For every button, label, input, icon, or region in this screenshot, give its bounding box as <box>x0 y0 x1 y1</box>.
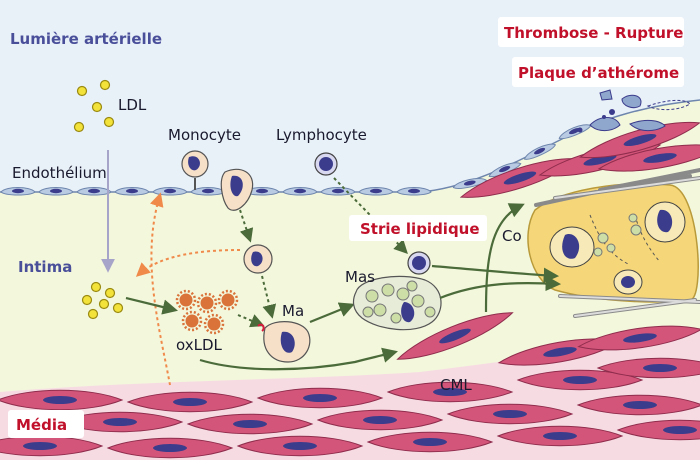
media-badge-bg <box>8 410 84 438</box>
plaque-badge-bg <box>512 57 684 87</box>
cml-label: CML <box>440 376 472 394</box>
monocyte-label: Monocyte <box>168 126 241 144</box>
ldl-particles-lumen <box>73 79 115 133</box>
macrophage <box>257 321 311 363</box>
monocyte-migrating <box>220 168 254 211</box>
macrophage-label: Ma <box>282 302 304 320</box>
strie-badge-bg <box>349 215 487 241</box>
orange-arrow-to-endothelium <box>150 192 171 386</box>
ldl-particles-intima <box>81 281 124 320</box>
ldl-label: LDL <box>118 96 147 114</box>
orange-arrow-to-ldl <box>135 249 241 277</box>
media-label: Média <box>16 416 67 434</box>
collagen-label: Co <box>502 227 522 245</box>
lymphocyte-to-plaque-arrow <box>431 264 560 284</box>
intima-label: Intima <box>18 258 72 276</box>
oxldl-uptake-arrow <box>237 314 265 328</box>
plaque-label: Plaque d’athérome <box>518 64 679 82</box>
monocyte-intima <box>243 244 273 274</box>
foam-cell <box>352 275 442 331</box>
lumen-label: Lumière artérielle <box>10 30 162 48</box>
lymphocyte-label: Lymphocyte <box>276 126 367 144</box>
thrombose-label: Thrombose - Rupture <box>504 24 683 42</box>
foam-to-plaque-arrow <box>439 275 562 300</box>
smc-migration-arrow <box>199 347 398 371</box>
endothelium-label: Endothélium <box>12 164 107 182</box>
monocyte-migration-arrow <box>239 209 254 243</box>
foam-cell-arrow <box>309 302 355 324</box>
plaque-cells <box>549 201 686 295</box>
lymphocyte-intima <box>407 251 431 275</box>
thrombose-badge-bg <box>498 17 684 47</box>
thrombus-fragments <box>577 89 691 133</box>
lymphocyte-lumen <box>314 152 338 176</box>
oxldl-label: oxLDL <box>176 336 223 354</box>
foam-cell-label: Mas <box>345 268 375 286</box>
smc-to-cap-arrow <box>484 203 525 313</box>
monocyte-adhering <box>181 150 209 190</box>
strie-label: Strie lipidique <box>360 220 480 238</box>
ldl-oxidation-arrow <box>125 296 178 315</box>
monocyte-differentiation-arrow <box>261 275 277 319</box>
